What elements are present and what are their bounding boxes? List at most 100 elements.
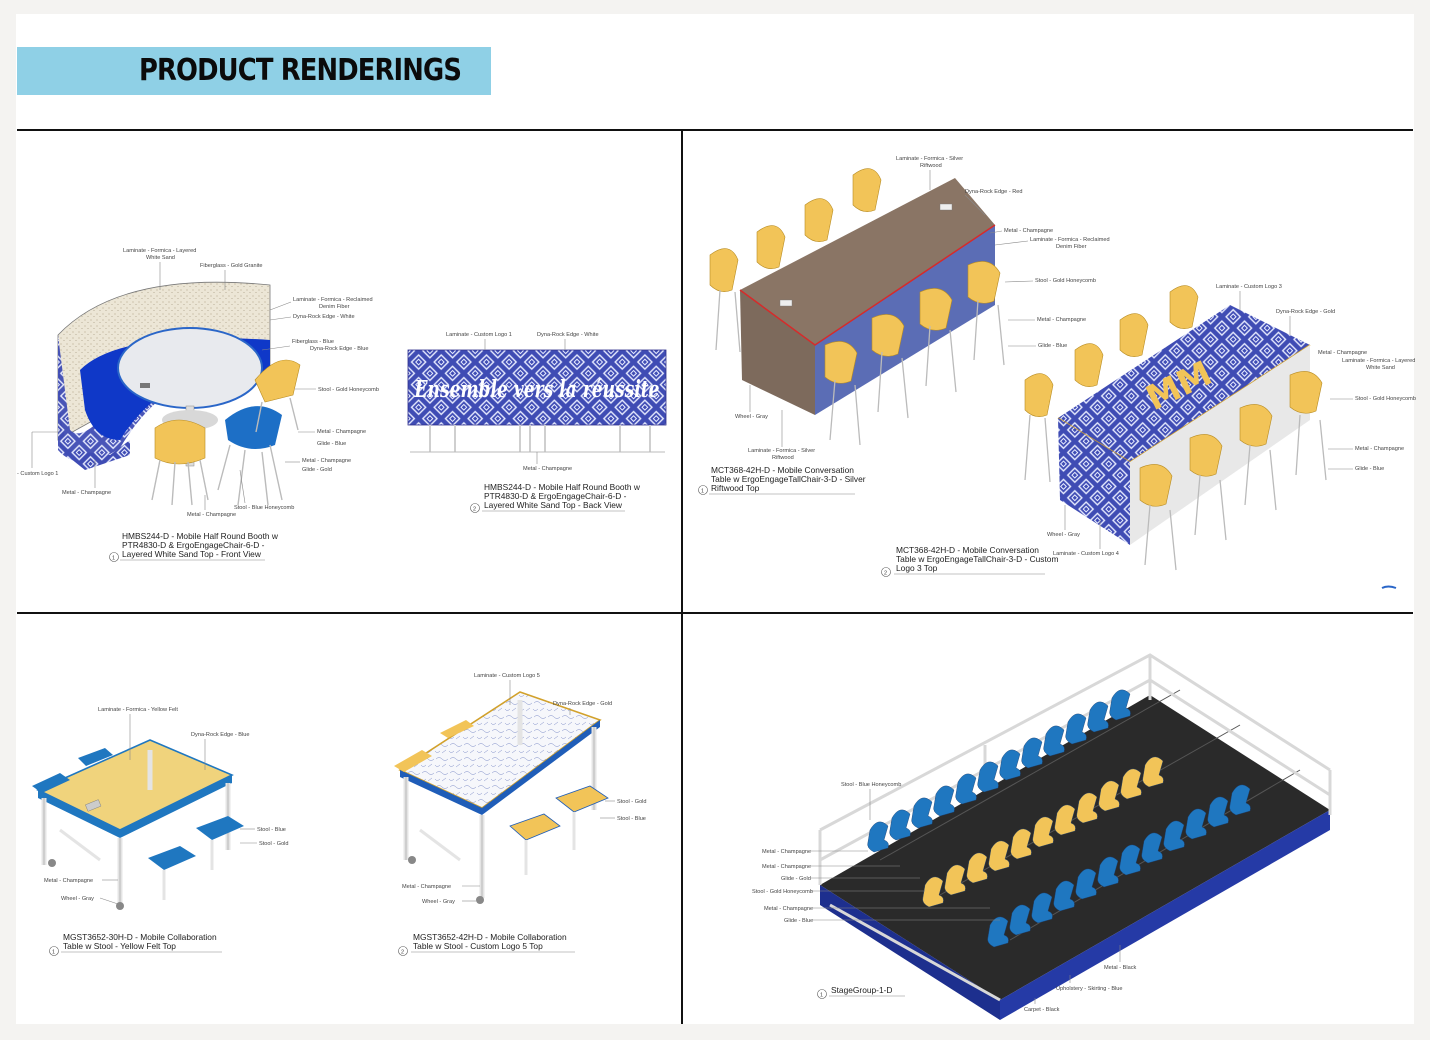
callout-label: Metal - Champagne	[1037, 317, 1086, 323]
callout-label: Stool - Gold Honeycomb	[1355, 396, 1416, 402]
stage-chair	[1207, 796, 1229, 828]
callout-label: Glide - Blue	[1038, 343, 1067, 349]
stage-chair	[1054, 804, 1076, 836]
callout-label: Wheel - Gray	[422, 899, 455, 905]
caption-line: Riftwood Top	[711, 483, 760, 493]
view-number: 1	[701, 489, 704, 495]
callout-label: Fiberglass - Gold Granite	[200, 263, 263, 269]
callout-label: Metal - Champagne	[302, 458, 351, 464]
callout-label: Riftwood	[920, 163, 942, 169]
stage-rendering	[818, 653, 1332, 1020]
callout-label: Metal - Champagne	[762, 864, 811, 870]
caption-line: Layered White Sand Top - Back View	[484, 500, 623, 510]
callout-label: Laminate - Formica - Layered	[1342, 358, 1415, 364]
callout-label: Glide - Blue	[1355, 466, 1384, 472]
stage-chairs	[867, 689, 1251, 948]
callout-label: Wheel - Gray	[735, 414, 768, 420]
stage-chair	[1010, 828, 1032, 860]
stage-chair	[987, 916, 1009, 948]
stage-chair	[1119, 844, 1141, 876]
callout-label: Dyna-Rock Edge - Red	[965, 189, 1023, 195]
callout-label: Wheel - Gray	[61, 896, 94, 902]
yellow-chairs-front-row-2	[1139, 371, 1323, 507]
stage-chair	[1185, 808, 1207, 840]
stage-chair	[1009, 904, 1031, 936]
callout-label: Dyna-Rock Edge - Gold	[553, 701, 612, 707]
caption-line: Table w ErgoEngageTallChair-3-D - Custom	[896, 554, 1058, 564]
booth-front-caption: 1 HMBS244-D - Mobile Half Round Booth w …	[109, 531, 279, 562]
stage-chair	[1032, 816, 1054, 848]
callout-label: Upholstery - Skirting - Blue	[1056, 986, 1123, 992]
caption-line: MGST3652-30H-D - Mobile Collaboration	[63, 932, 217, 942]
stage-callouts: Stool - Blue Honeycomb Metal - Champagne…	[752, 782, 1137, 1013]
yellow-chairs-back-row-2	[1024, 285, 1199, 417]
stage-chair	[966, 852, 988, 884]
callout-label: Laminate - Formica - Silver	[748, 448, 815, 454]
caption-line: Table w ErgoEngageTallChair-3-D - Silver	[711, 474, 866, 484]
stage-chair	[955, 773, 977, 805]
stage-chair	[1076, 792, 1098, 824]
callout-label: Dyna-Rock Edge - Blue	[191, 732, 249, 738]
conversation-table-wood	[709, 168, 1005, 446]
stage-chair	[1229, 784, 1251, 816]
view-number: 1	[112, 556, 115, 562]
stage-chair	[977, 761, 999, 793]
callout-label: Denim Fiber	[319, 304, 350, 310]
caption-line: PTR4830-D & ErgoEngageChair-6-D -	[122, 540, 265, 550]
callout-label: Stool - Gold Honeycomb	[752, 889, 813, 895]
callout-label: Glide - Gold	[302, 467, 332, 473]
callout-label: Metal - Champagne	[317, 429, 366, 435]
callout-label: Metal - Champagne	[402, 884, 451, 890]
callout-label: Riftwood	[772, 455, 794, 461]
callout-label: Stool - Gold Honeycomb	[1035, 278, 1096, 284]
callout-label: Glide - Gold	[781, 876, 811, 882]
view-number: 2	[884, 571, 887, 577]
callout-label: Metal - Champagne	[764, 906, 813, 912]
collab-table-logo	[394, 691, 609, 904]
booth-back-caption: 2 HMBS244-D - Mobile Half Round Booth w …	[470, 482, 641, 513]
booth-back-rendering: Ensemble vers la réussite	[407, 349, 667, 453]
callout-label: Carpet - Black	[1024, 1007, 1060, 1013]
callout-label: Laminate - Custom Logo 1	[446, 332, 512, 338]
callout-label: Metal - Champagne	[1355, 446, 1404, 452]
callout-label: Dyna-Rock Edge - White	[537, 332, 599, 338]
caption-line: HMBS244-D - Mobile Half Round Booth w	[122, 531, 279, 541]
conversation-captions: 1 MCT368-42H-D - Mobile Conversation Tab…	[698, 465, 1058, 577]
callout-label: Metal - Champagne	[523, 466, 572, 472]
caption-line: Layered White Sand Top - Front View	[122, 549, 262, 559]
grid-line-top	[17, 129, 1413, 131]
callout-label: Dyna-Rock Edge - Blue	[310, 346, 368, 352]
callout-label: Stool - Gold Honeycomb	[318, 387, 379, 393]
stage-chair	[1109, 689, 1131, 721]
collab-felt-callouts: Laminate - Formica - Yellow Felt Dyna-Ro…	[44, 707, 289, 905]
caption-line: StageGroup-1-D	[831, 985, 892, 995]
callout-label: Laminate - Custom Logo 3	[1216, 284, 1282, 290]
callout-label: Wheel - Gray	[1047, 532, 1080, 538]
view-number: 2	[401, 950, 404, 956]
booth-back-callouts: Laminate - Custom Logo 1 Dyna-Rock Edge …	[446, 332, 599, 472]
callout-label: White Sand	[1366, 365, 1395, 371]
stage-chair	[1098, 780, 1120, 812]
document-sheet: PRODUCT RENDERINGS	[16, 14, 1414, 1024]
callout-label: Glide - Blue	[317, 441, 346, 447]
callout-label: Dyna-Rock Edge - White	[293, 314, 355, 320]
callout-label: Stool - Blue	[257, 827, 286, 833]
stage-chair	[1053, 880, 1075, 912]
booth-front-rendering	[57, 281, 301, 506]
callout-label: Laminate - Formica - Reclaimed	[293, 297, 373, 303]
callout-label: Laminate - Formica - Yellow Felt	[98, 707, 178, 713]
booth-front-callouts: Laminate - Formica - Layered White Sand …	[17, 248, 379, 518]
stage-chair	[1031, 892, 1053, 924]
callout-label: Stool - Blue	[617, 816, 646, 822]
section-banner: PRODUCT RENDERINGS	[17, 47, 491, 95]
collab-felt-caption: 1 MGST3652-30H-D - Mobile Collaboration …	[49, 932, 222, 956]
stage-chair	[944, 864, 966, 896]
stage-chair	[1021, 737, 1043, 769]
callout-label: Laminate - Formica - Reclaimed	[1030, 237, 1110, 243]
callout-label: Stool - Blue Honeycomb	[234, 505, 294, 511]
callout-label: Glide - Blue	[784, 918, 813, 924]
stage-caption: 1 StageGroup-1-D	[817, 985, 905, 999]
callout-label: White Sand	[146, 255, 175, 261]
stage-chair	[922, 876, 944, 908]
